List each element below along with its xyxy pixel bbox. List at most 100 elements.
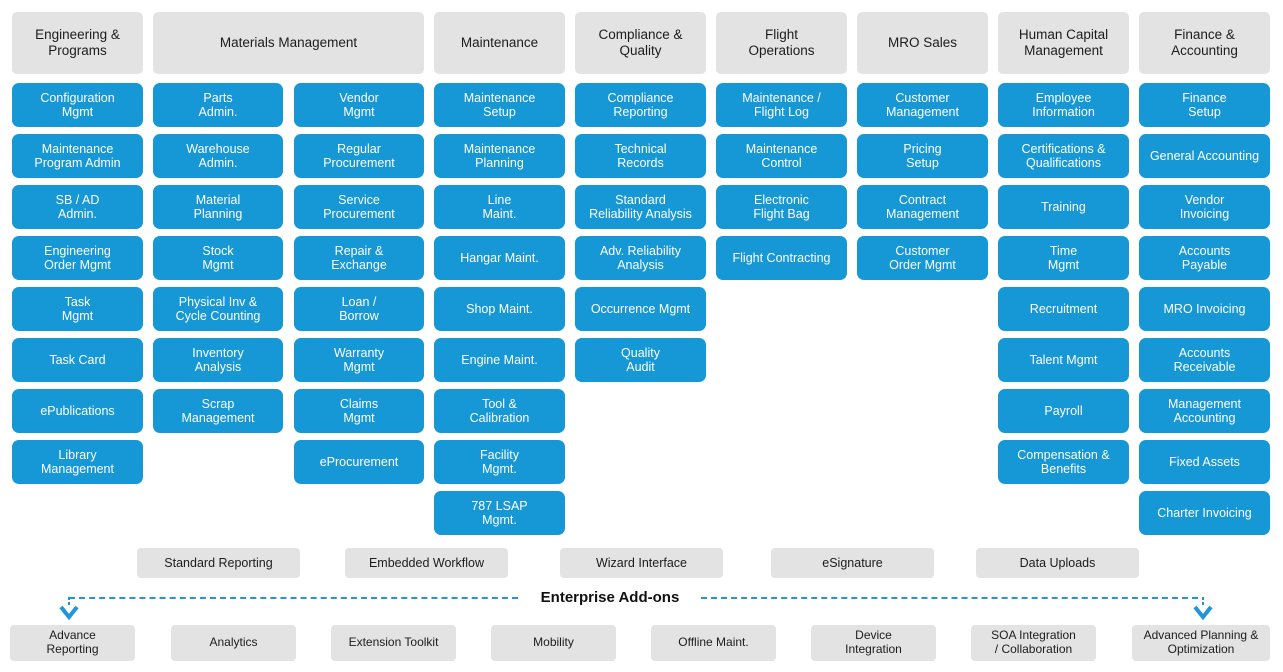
addon-box-device-integration: Device Integration xyxy=(811,625,936,661)
module-box: General Accounting xyxy=(1139,134,1270,178)
module-box: Warranty Mgmt xyxy=(294,338,424,382)
module-box: Adv. Reliability Analysis xyxy=(575,236,706,280)
module-box: Configuration Mgmt xyxy=(12,83,143,127)
dashed-connector-right xyxy=(701,597,1198,599)
module-box: Stock Mgmt xyxy=(153,236,283,280)
module-box: Hangar Maint. xyxy=(434,236,565,280)
addon-box-analytics: Analytics xyxy=(171,625,296,661)
module-box: Talent Mgmt xyxy=(998,338,1129,382)
module-box: ePublications xyxy=(12,389,143,433)
module-box: Maintenance Control xyxy=(716,134,847,178)
module-box: Physical Inv & Cycle Counting xyxy=(153,287,283,331)
column-header: MRO Sales xyxy=(857,12,988,74)
module-box: Management Accounting xyxy=(1139,389,1270,433)
addon-box-offline-maint: Offline Maint. xyxy=(651,625,776,661)
module-box: Warehouse Admin. xyxy=(153,134,283,178)
column-header: Maintenance xyxy=(434,12,565,74)
subcolumn: Parts Admin.Warehouse Admin.Material Pla… xyxy=(153,83,283,491)
down-arrow-icon xyxy=(59,597,79,621)
module-box: Charter Invoicing xyxy=(1139,491,1270,535)
dashed-connector-left xyxy=(69,597,518,599)
module-box: Contract Management xyxy=(857,185,988,229)
down-arrow-icon xyxy=(1193,597,1213,621)
module-box: Pricing Setup xyxy=(857,134,988,178)
module-box: Finance Setup xyxy=(1139,83,1270,127)
module-box: Accounts Receivable xyxy=(1139,338,1270,382)
utility-box-standard-reporting: Standard Reporting xyxy=(137,548,300,578)
module-box: Accounts Payable xyxy=(1139,236,1270,280)
module-box: Line Maint. xyxy=(434,185,565,229)
module-box: Engineering Order Mgmt xyxy=(12,236,143,280)
column-header: Engineering & Programs xyxy=(12,12,143,74)
column-header: Compliance & Quality xyxy=(575,12,706,74)
utility-box-embedded-workflow: Embedded Workflow xyxy=(345,548,508,578)
module-box: Claims Mgmt xyxy=(294,389,424,433)
utility-box-wizard-interface: Wizard Interface xyxy=(560,548,723,578)
module-box: Vendor Mgmt xyxy=(294,83,424,127)
enterprise-addons-label: Enterprise Add-ons xyxy=(540,589,680,606)
module-box: Task Mgmt xyxy=(12,287,143,331)
module-box: Electronic Flight Bag xyxy=(716,185,847,229)
module-box: SB / AD Admin. xyxy=(12,185,143,229)
addon-box-advance-reporting: Advance Reporting xyxy=(10,625,135,661)
subcolumns: Parts Admin.Warehouse Admin.Material Pla… xyxy=(153,74,424,491)
module-box: Payroll xyxy=(998,389,1129,433)
module-box: Compensation & Benefits xyxy=(998,440,1129,484)
addon-box-mobility: Mobility xyxy=(491,625,616,661)
column-header: Flight Operations xyxy=(716,12,847,74)
module-box: Training xyxy=(998,185,1129,229)
module-box: Quality Audit xyxy=(575,338,706,382)
module-box: Fixed Assets xyxy=(1139,440,1270,484)
module-box: Maintenance / Flight Log xyxy=(716,83,847,127)
module-box: Engine Maint. xyxy=(434,338,565,382)
module-box: Maintenance Planning xyxy=(434,134,565,178)
module-box: Time Mgmt xyxy=(998,236,1129,280)
module-box: Recruitment xyxy=(998,287,1129,331)
utility-box-data-uploads: Data Uploads xyxy=(976,548,1139,578)
module-box: Repair & Exchange xyxy=(294,236,424,280)
module-box: Material Planning xyxy=(153,185,283,229)
addon-box-soa-integration-collaboration: SOA Integration / Collaboration xyxy=(971,625,1096,661)
column-header: Finance & Accounting xyxy=(1139,12,1270,74)
module-box: Compliance Reporting xyxy=(575,83,706,127)
module-box: Maintenance Program Admin xyxy=(12,134,143,178)
column-header: Materials Management xyxy=(153,12,424,74)
module-box: Maintenance Setup xyxy=(434,83,565,127)
module-box: Task Card xyxy=(12,338,143,382)
module-box: MRO Invoicing xyxy=(1139,287,1270,331)
module-box: Certifications & Qualifications xyxy=(998,134,1129,178)
module-box: Flight Contracting xyxy=(716,236,847,280)
module-box: Scrap Management xyxy=(153,389,283,433)
module-box: Service Procurement xyxy=(294,185,424,229)
module-box: Tool & Calibration xyxy=(434,389,565,433)
utility-box-esignature: eSignature xyxy=(771,548,934,578)
module-box: Occurrence Mgmt xyxy=(575,287,706,331)
module-box: Customer Management xyxy=(857,83,988,127)
module-box: Loan / Borrow xyxy=(294,287,424,331)
addon-box-extension-toolkit: Extension Toolkit xyxy=(331,625,456,661)
addon-box-advanced-planning-optimization: Advanced Planning & Optimization xyxy=(1132,625,1270,661)
module-box: Standard Reliability Analysis xyxy=(575,185,706,229)
column-header: Human Capital Management xyxy=(998,12,1129,74)
module-box: Library Management xyxy=(12,440,143,484)
module-box: eProcurement xyxy=(294,440,424,484)
module-box: Vendor Invoicing xyxy=(1139,185,1270,229)
module-box: Regular Procurement xyxy=(294,134,424,178)
module-box: Customer Order Mgmt xyxy=(857,236,988,280)
